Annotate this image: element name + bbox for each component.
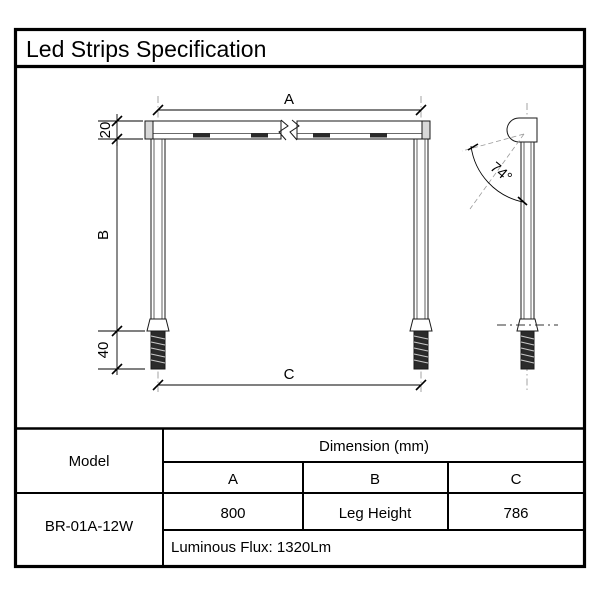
table-header-col-c: C <box>511 471 522 488</box>
dimension-c: C <box>152 366 427 391</box>
angle-arc-tick-start <box>467 143 479 151</box>
dimension-c-label: C <box>284 366 295 383</box>
led-module <box>251 133 268 138</box>
led-bar-end-cap-left <box>144 120 154 140</box>
right-leg <box>409 138 433 370</box>
dimension-a: A <box>152 91 427 116</box>
led-bar-end-cap-right <box>421 120 431 140</box>
led-module <box>313 133 330 138</box>
angle-arc <box>470 145 524 203</box>
break-symbol-right <box>289 119 300 141</box>
dimension-a-label: A <box>284 91 294 108</box>
table-cell-value-c: 786 <box>503 505 528 522</box>
left-leg-tube <box>150 138 166 320</box>
angle-ray-upper <box>461 133 525 152</box>
dimension-b-label: B <box>95 230 112 240</box>
side-view: 74° <box>461 103 558 392</box>
dimension-20-label: 20 <box>97 122 114 139</box>
dimension-40-tick-top <box>111 325 123 337</box>
angle-arc-tick-end <box>517 196 528 206</box>
break-symbol-left <box>278 119 289 141</box>
dimension-c-tick-left <box>152 379 164 391</box>
table-header-col-a: A <box>228 471 238 488</box>
table-header-model: Model <box>69 453 110 470</box>
left-leg-thread-grooves <box>150 335 166 364</box>
table-header-dimension: Dimension (mm) <box>319 438 429 455</box>
table-cell-model-value: BR-01A-12W <box>45 518 134 535</box>
dimension-40: 40 <box>95 319 145 375</box>
dimension-20: 20 <box>97 114 143 146</box>
left-leg-collar <box>146 318 170 332</box>
led-module <box>370 133 387 138</box>
dimension-40-label: 40 <box>95 342 112 359</box>
table-cell-luminous-flux: Luminous Flux: 1320Lm <box>171 539 331 556</box>
dimension-20-tick-top <box>111 115 123 127</box>
right-leg-thread-grooves <box>413 335 429 364</box>
right-leg-collar <box>409 318 433 332</box>
page-title: Led Strips Specification <box>26 36 266 62</box>
table-header-col-b: B <box>370 471 380 488</box>
left-leg <box>146 138 170 370</box>
sheet-border <box>13 27 587 569</box>
dimension-a-tick-right <box>415 104 427 116</box>
specification-table: Model Dimension (mm) A B C BR-01A-12W 80… <box>15 427 585 566</box>
table-cell-value-b: Leg Height <box>339 505 412 522</box>
led-bar <box>144 119 431 141</box>
led-module <box>193 133 210 138</box>
right-leg-tube <box>413 138 429 320</box>
dimension-c-tick-right <box>415 379 427 391</box>
side-view-leg-tube <box>520 141 535 320</box>
angle-label: 74° <box>487 159 515 187</box>
angle-dimension-74: 74° <box>461 133 528 210</box>
table-cell-value-a: 800 <box>220 505 245 522</box>
side-view-head <box>506 117 538 143</box>
dimension-40-tick-bottom <box>111 363 123 375</box>
dimension-b: B <box>95 139 118 319</box>
dimension-a-tick-left <box>152 104 164 116</box>
side-view-thread-grooves <box>520 335 535 364</box>
front-view: A <box>95 91 433 392</box>
